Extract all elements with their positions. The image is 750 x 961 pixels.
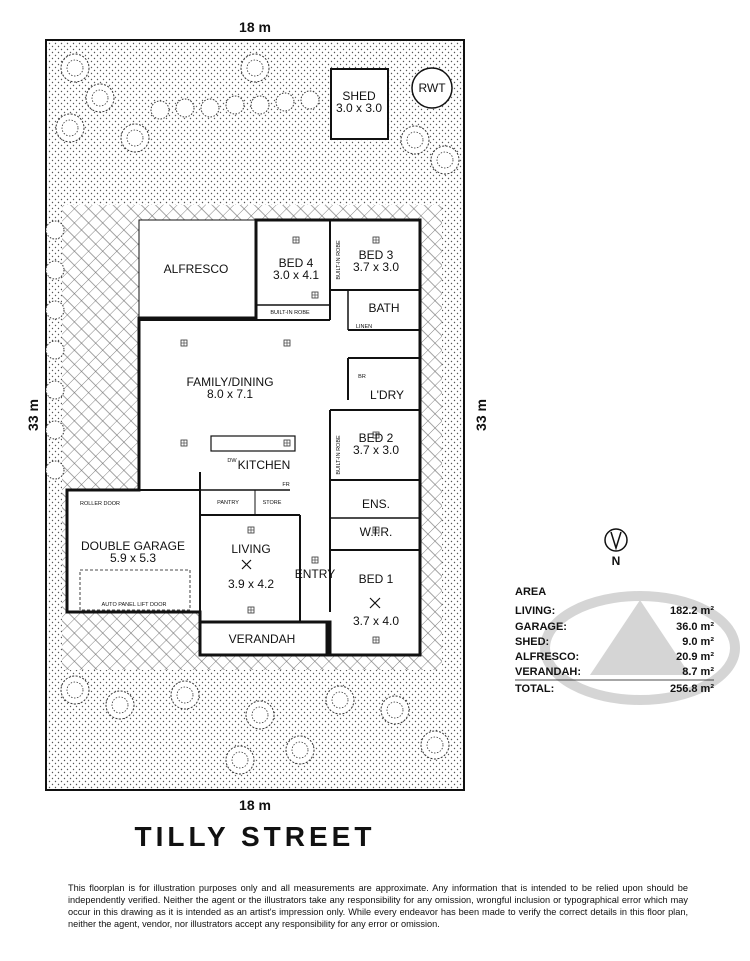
- rain-water-tank: [411, 67, 453, 109]
- shed: [330, 68, 389, 140]
- fridge-label: FR: [282, 482, 289, 488]
- garage-door-label: AUTO PANEL LIFT DOOR: [102, 602, 167, 608]
- area-title: AREA: [515, 586, 546, 598]
- shed-size: 3.0 x 3.0: [336, 101, 382, 115]
- area-value-garage: 36.0 m²: [676, 621, 714, 633]
- area-label-verandah: VERANDAH:: [515, 666, 581, 678]
- bed4-robe-label: BUILT-IN ROBE: [270, 310, 310, 316]
- compass-label: N: [612, 554, 621, 568]
- garage-size: 5.9 x 5.3: [110, 551, 156, 565]
- area-value-living: 182.2 m²: [670, 605, 714, 617]
- compass-icon: N: [604, 528, 628, 568]
- bed1-label: BED 1: [359, 572, 394, 586]
- bed2-size: 3.7 x 3.0: [353, 443, 399, 457]
- bed2-robe-label: BUILT-IN ROBE: [336, 435, 342, 475]
- pantry-label: PANTRY: [217, 500, 239, 506]
- rwt-label: RWT: [418, 81, 446, 95]
- broom-label: BR: [358, 374, 366, 380]
- house-walls: [65, 218, 422, 657]
- wir-label: W.I.R.: [360, 525, 393, 539]
- bed3-size: 3.7 x 3.0: [353, 260, 399, 274]
- garage-label: DOUBLE GARAGE: [81, 539, 185, 553]
- bed4-size: 3.0 x 4.1: [273, 268, 319, 282]
- dim-bottom: 18 m: [239, 797, 271, 813]
- bed4-label: BED 4: [279, 256, 314, 270]
- bed1-size: 3.7 x 4.0: [353, 614, 399, 628]
- linen-label: LINEN: [356, 324, 372, 330]
- watermark-logo-icon: [540, 591, 740, 705]
- entry-label: ENTRY: [295, 567, 335, 581]
- living-size: 3.9 x 4.2: [228, 577, 274, 591]
- dishwasher-label: DW: [227, 458, 237, 464]
- area-value-verandah: 8.7 m²: [682, 666, 714, 678]
- area-label-total: TOTAL:: [515, 683, 554, 695]
- ceiling-fans: [241, 559, 381, 609]
- area-label-living: LIVING:: [515, 605, 555, 617]
- shed-label: SHED: [342, 89, 376, 103]
- dim-right: 33 m: [473, 399, 489, 431]
- store-label: STORE: [263, 500, 282, 506]
- area-value-alfresco: 20.9 m²: [676, 651, 714, 663]
- ensuite-label: ENS.: [362, 497, 390, 511]
- area-label-garage: GARAGE:: [515, 621, 567, 633]
- bed3-label: BED 3: [359, 248, 394, 262]
- laundry-label: L'DRY: [370, 388, 404, 402]
- area-table: AREA LIVING: 182.2 m² GARAGE: 36.0 m² SH…: [515, 586, 714, 695]
- garage-door: [79, 569, 191, 611]
- alfresco-label: ALFRESCO: [164, 262, 229, 276]
- living-label: LIVING: [231, 542, 270, 556]
- disclaimer: This floorplan is for illustration purpo…: [68, 883, 688, 929]
- kitchen-label: KITCHEN: [238, 458, 291, 472]
- verandah-label: VERANDAH: [229, 632, 296, 646]
- area-value-total: 256.8 m²: [670, 683, 714, 695]
- dim-left: 33 m: [25, 399, 41, 431]
- area-value-shed: 9.0 m²: [682, 636, 714, 648]
- family-dining-label: FAMILY/DINING: [186, 375, 273, 389]
- bed2-label: BED 2: [359, 431, 394, 445]
- family-dining-size: 8.0 x 7.1: [207, 387, 253, 401]
- bed3-robe-label: BUILT-IN ROBE: [336, 240, 342, 280]
- roller-door-label: ROLLER DOOR: [80, 501, 120, 507]
- area-label-shed: SHED:: [515, 636, 549, 648]
- area-label-alfresco: ALFRESCO:: [515, 651, 579, 663]
- dim-top: 18 m: [239, 19, 271, 35]
- bath-label: BATH: [368, 301, 399, 315]
- street-name: TILLY STREET: [135, 821, 376, 852]
- alfresco: [138, 219, 257, 319]
